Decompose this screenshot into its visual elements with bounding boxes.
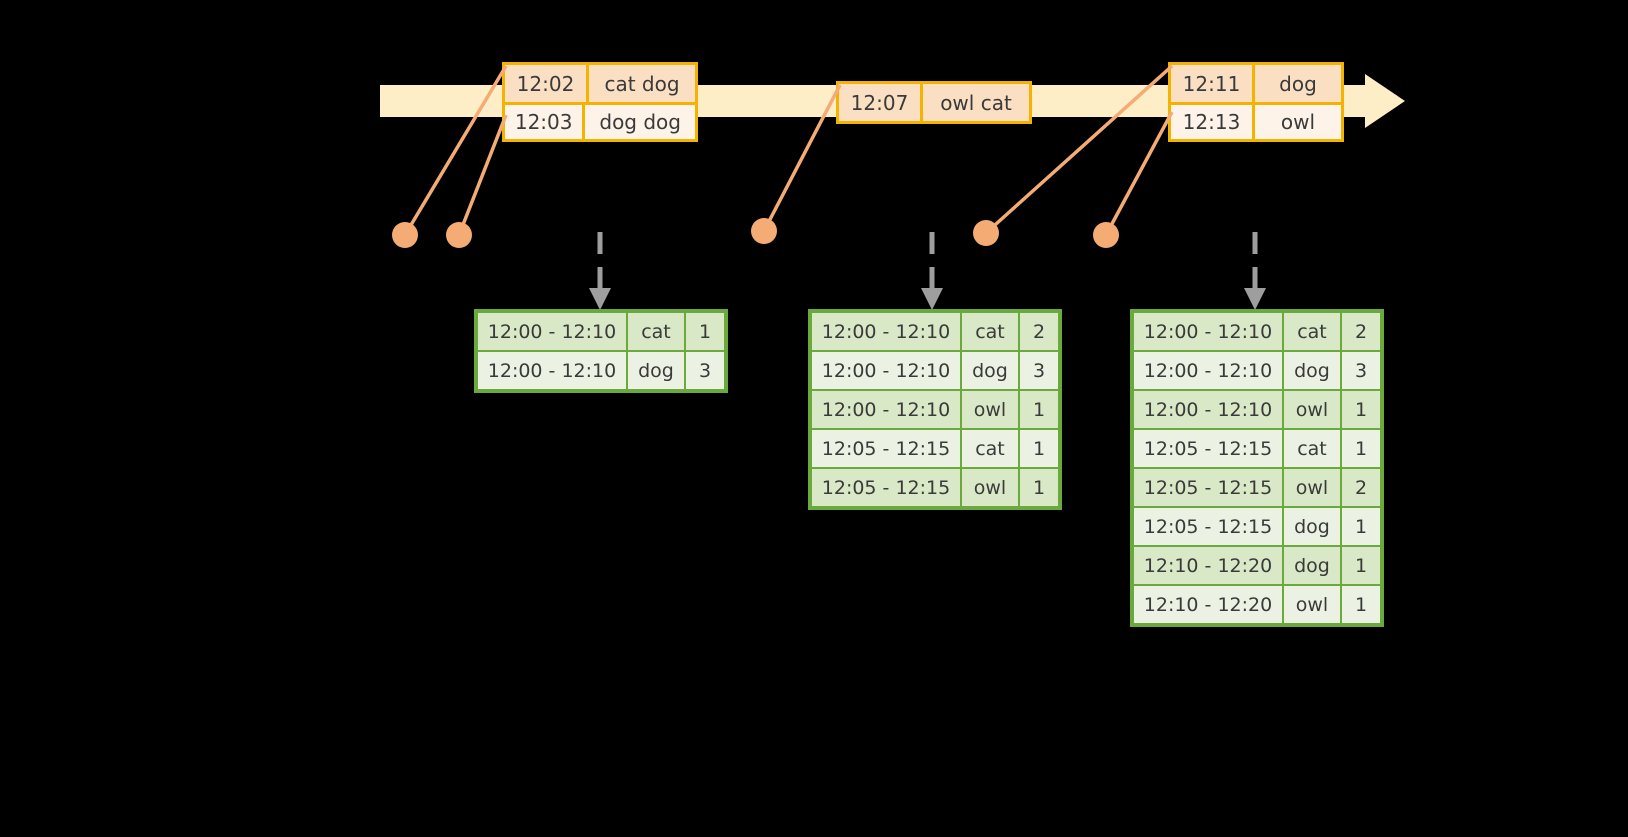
- cell-window: 12:05 - 12:15: [1134, 430, 1282, 467]
- cell-window: 12:00 - 12:10: [812, 352, 960, 389]
- cell-window: 12:05 - 12:15: [1134, 469, 1282, 506]
- connector-dot-5[interactable]: [1093, 222, 1119, 248]
- connector-dot-1[interactable]: [392, 222, 418, 248]
- event-time: 12:07: [839, 84, 923, 121]
- cell-window: 12:00 - 12:10: [812, 391, 960, 428]
- connector-dot-4[interactable]: [973, 220, 999, 246]
- event-group-b[interactable]: 12:07 owl cat: [836, 81, 1032, 124]
- event-words: dog dog: [599, 110, 681, 134]
- cell-window: 12:10 - 12:20: [1134, 547, 1282, 584]
- event-words: dog: [1279, 71, 1317, 96]
- dashed-arrow-2: [921, 232, 943, 310]
- event-row[interactable]: 12:11 dog: [1171, 65, 1341, 102]
- cell-word: owl: [1284, 391, 1340, 428]
- event-time: 12:02: [505, 65, 589, 102]
- dashed-arrow-3: [1244, 232, 1266, 310]
- cell-count: 3: [686, 352, 724, 389]
- cell-word: dog: [1284, 547, 1340, 584]
- cell-count: 1: [686, 313, 724, 350]
- connector-dot-2[interactable]: [446, 222, 472, 248]
- event-group-a[interactable]: 12:02 cat dog 12:03 dog dog: [502, 62, 698, 142]
- event-time: 12:11: [1171, 65, 1255, 102]
- cell-window: 12:10 - 12:20: [1134, 586, 1282, 623]
- event-row[interactable]: 12:02 cat dog: [505, 65, 695, 102]
- cell-window: 12:05 - 12:15: [1134, 508, 1282, 545]
- cell-count: 3: [1020, 352, 1058, 389]
- cell-word: dog: [1284, 508, 1340, 545]
- cell-window: 12:05 - 12:15: [812, 469, 960, 506]
- leader-line-2: [457, 114, 508, 236]
- cell-window: 12:00 - 12:10: [478, 352, 626, 389]
- event-row[interactable]: 12:13 owl: [1171, 102, 1341, 139]
- cell-count: 1: [1020, 430, 1058, 467]
- cell-word: owl: [962, 391, 1018, 428]
- dashed-arrow-1: [589, 232, 611, 310]
- leader-line-5: [1104, 111, 1174, 236]
- timeline-arrowhead-icon: [1365, 74, 1405, 128]
- cell-word: dog: [628, 352, 684, 389]
- cell-window: 12:00 - 12:10: [1134, 391, 1282, 428]
- cell-count: 2: [1342, 469, 1380, 506]
- cell-count: 1: [1342, 391, 1380, 428]
- cell-window: 12:00 - 12:10: [1134, 313, 1282, 350]
- cell-count: 1: [1342, 430, 1380, 467]
- cell-word: cat: [1284, 430, 1340, 467]
- cell-word: cat: [962, 313, 1018, 350]
- event-group-c[interactable]: 12:11 dog 12:13 owl: [1168, 62, 1344, 142]
- cell-count: 1: [1342, 508, 1380, 545]
- cell-window: 12:00 - 12:10: [1134, 352, 1282, 389]
- cell-word: cat: [1284, 313, 1340, 350]
- cell-window: 12:00 - 12:10: [478, 313, 626, 350]
- event-row[interactable]: 12:07 owl cat: [839, 84, 1029, 121]
- cell-word: owl: [1284, 586, 1340, 623]
- cell-count: 1: [1020, 391, 1058, 428]
- cell-word: owl: [1284, 469, 1340, 506]
- event-words: owl: [1280, 110, 1316, 134]
- cell-word: cat: [628, 313, 684, 350]
- cell-count: 2: [1342, 313, 1380, 350]
- cell-word: cat: [962, 430, 1018, 467]
- cell-count: 3: [1342, 352, 1380, 389]
- cell-count: 1: [1342, 586, 1380, 623]
- event-time: 12:03: [505, 105, 586, 139]
- cell-count: 2: [1020, 313, 1058, 350]
- cell-word: dog: [962, 352, 1018, 389]
- cell-count: 1: [1342, 547, 1380, 584]
- cell-count: 1: [1020, 469, 1058, 506]
- event-row[interactable]: 12:03 dog dog: [505, 102, 695, 139]
- cell-word: owl: [962, 469, 1018, 506]
- event-time: 12:13: [1171, 105, 1255, 139]
- cell-word: dog: [1284, 352, 1340, 389]
- event-words: owl cat: [940, 90, 1012, 115]
- connector-dot-3[interactable]: [751, 218, 777, 244]
- event-words: cat dog: [604, 71, 680, 96]
- cell-window: 12:05 - 12:15: [812, 430, 960, 467]
- cell-window: 12:00 - 12:10: [812, 313, 960, 350]
